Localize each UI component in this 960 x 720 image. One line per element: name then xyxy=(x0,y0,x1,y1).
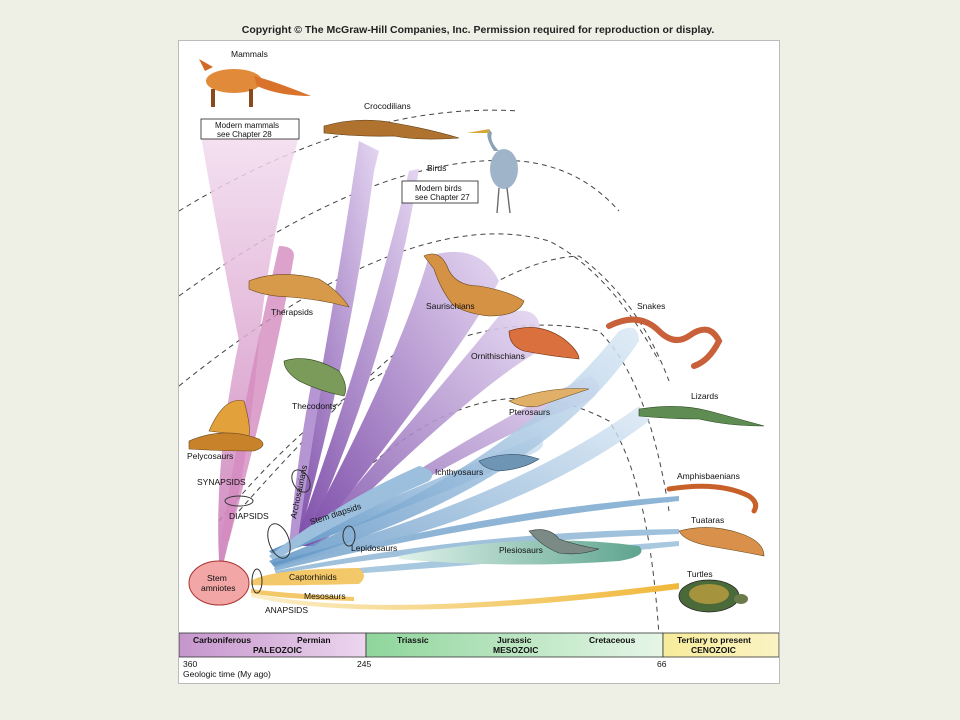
label-turtles: Turtles xyxy=(687,569,713,579)
pterosaur-icon xyxy=(508,388,590,408)
label-ornithischians: Ornithischians xyxy=(471,351,525,361)
label-modern-mammals-2: see Chapter 28 xyxy=(217,130,272,139)
label-thecodonts: Thecodonts xyxy=(292,401,336,411)
pelycosaur-icon xyxy=(188,400,264,452)
mesosaur-lineage xyxy=(251,589,354,601)
period-jurassic: Jurassic xyxy=(497,635,532,645)
thecodont-lineage xyxy=(289,371,324,546)
label-amphisbaenians: Amphisbaenians xyxy=(677,471,740,481)
diagram-panel: Mammals Modern mammals see Chapter 28 Cr… xyxy=(178,40,780,684)
label-modern-birds-1: Modern birds xyxy=(415,184,462,193)
label-diapsids: DIAPSIDS xyxy=(229,511,269,521)
era-label-mesozoic: MESOZOIC xyxy=(493,645,538,655)
snake-icon xyxy=(606,316,723,369)
era-paleozoic xyxy=(179,632,367,658)
label-ichthyosaurs: Ichthyosaurs xyxy=(435,467,483,477)
label-snakes: Snakes xyxy=(637,301,665,311)
mammal-lineage xyxy=(201,136,299,561)
label-saurischians: Saurischians xyxy=(426,301,475,311)
therapsid-lineage xyxy=(221,246,294,541)
copyright-notice: Copyright © The McGraw-Hill Companies, I… xyxy=(241,24,715,36)
label-birds: Birds xyxy=(427,163,446,173)
tick-360: 360 xyxy=(183,659,197,669)
sauropod-icon xyxy=(423,253,525,317)
period-tertiary: Tertiary to present xyxy=(677,635,751,645)
amphisbaenian-icon xyxy=(666,483,759,514)
heron-icon xyxy=(467,129,518,214)
label-tuataras: Tuataras xyxy=(691,515,724,525)
label-crocodilians: Crocodilians xyxy=(364,101,411,111)
therapsid-icon xyxy=(248,274,350,308)
saurischian-lineage xyxy=(299,251,499,546)
ichthyosaur-icon xyxy=(478,454,540,472)
era-label-paleozoic: PALEOZOIC xyxy=(253,645,302,655)
modern-mammals-box xyxy=(200,118,300,140)
ornithischian-lineage xyxy=(304,310,541,546)
label-mesosaurs: Mesosaurs xyxy=(304,591,346,601)
tick-66: 66 xyxy=(657,659,667,669)
label-anapsids: ANAPSIDS xyxy=(265,605,308,615)
label-pterosaurs: Pterosaurs xyxy=(509,407,550,417)
snake-lineage xyxy=(269,327,639,566)
tick-245: 245 xyxy=(357,659,371,669)
plesiosaur-icon xyxy=(528,529,600,555)
timeline-axis-label: Geologic time (My ago) xyxy=(183,669,271,679)
label-stem-amniotes-2: amniotes xyxy=(201,583,236,593)
fox-icon xyxy=(199,59,311,107)
label-synapsids: SYNAPSIDS xyxy=(197,477,246,487)
label-lepidosaurs: Lepidosaurs xyxy=(351,543,397,553)
era-label-cenozoic: CENOZOIC xyxy=(691,645,736,655)
label-stem-amniotes-1: Stem xyxy=(207,573,227,583)
crocodile-icon xyxy=(323,119,460,140)
stem-diapsid-lineage xyxy=(269,466,433,561)
thecodont-icon xyxy=(283,358,346,397)
label-plesiosaurs: Plesiosaurs xyxy=(499,545,543,555)
turtle-icon xyxy=(678,579,748,613)
stem-amniotes-node xyxy=(188,560,250,606)
ornithischian-icon xyxy=(508,327,580,360)
captorhinid-lineage xyxy=(251,568,364,586)
lepidosaur-lineage xyxy=(275,529,679,574)
tuatara-icon xyxy=(678,527,765,557)
label-captorhinids: Captorhinids xyxy=(289,572,337,582)
label-lizards: Lizards xyxy=(691,391,718,401)
period-cretaceous: Cretaceous xyxy=(589,635,636,645)
period-permian: Permian xyxy=(297,635,331,645)
bird-lineage xyxy=(294,169,419,546)
era-mesozoic xyxy=(365,632,664,658)
turtle-lineage xyxy=(251,583,679,610)
lizard-icon xyxy=(638,406,765,427)
geologic-timeline: Carboniferous Permian PALEOZOIC Triassic… xyxy=(179,632,779,679)
era-cenozoic xyxy=(662,632,779,658)
phylogeny-diagram: Mammals Modern mammals see Chapter 28 Cr… xyxy=(179,49,779,679)
label-modern-mammals-1: Modern mammals xyxy=(215,121,279,130)
period-carboniferous: Carboniferous xyxy=(193,635,251,645)
modern-birds-box xyxy=(401,180,479,204)
label-modern-birds-2: see Chapter 27 xyxy=(415,193,470,202)
amphisbaenian-lineage xyxy=(274,496,679,571)
label-mammals: Mammals xyxy=(231,49,268,59)
label-therapsids: Therapsids xyxy=(271,307,313,317)
label-pelycosaurs: Pelycosaurs xyxy=(187,451,233,461)
period-triassic: Triassic xyxy=(397,635,429,645)
